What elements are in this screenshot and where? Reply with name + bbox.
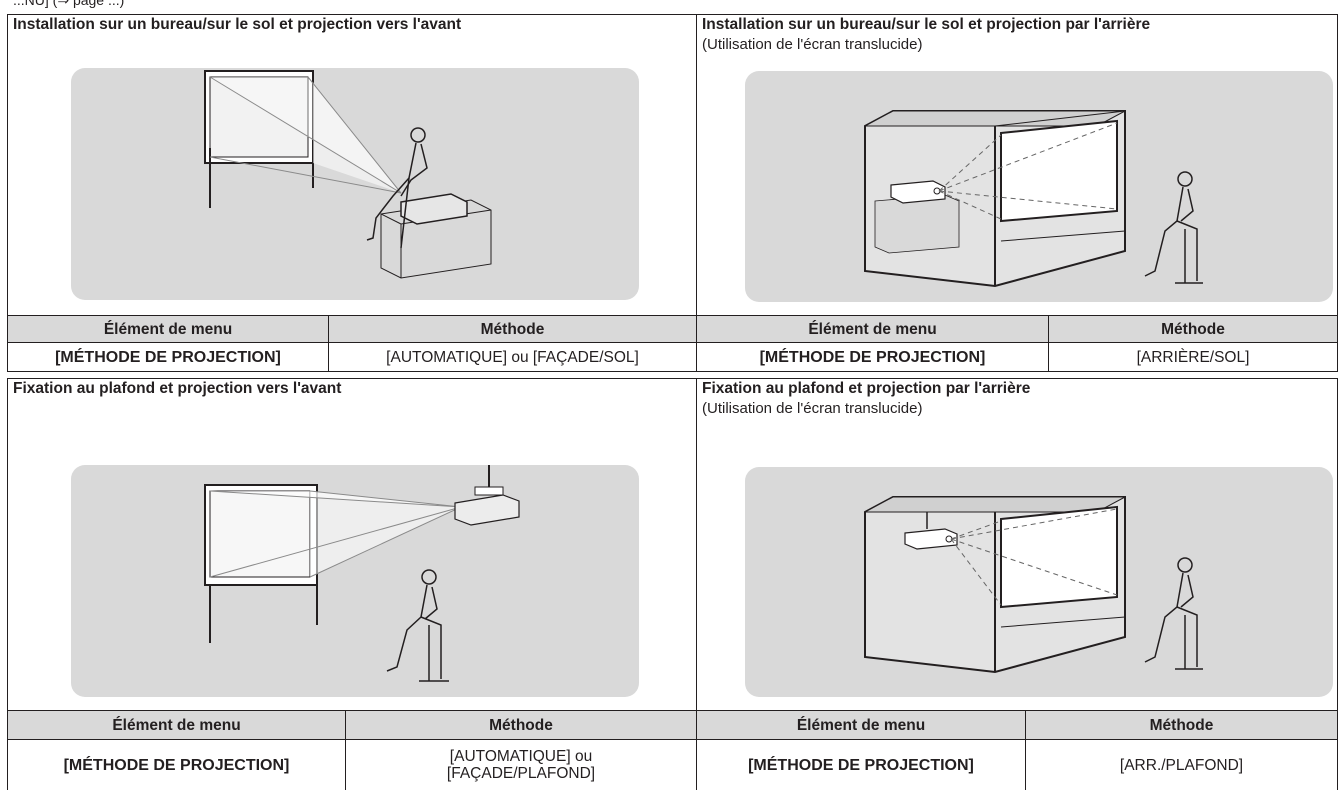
table-cell-method: [ARRIÈRE/SOL] <box>1048 342 1338 372</box>
table-cell-item: [MÉTHODE DE PROJECTION] <box>696 342 1049 372</box>
section-title: Installation sur un bureau/sur le sol et… <box>13 16 462 33</box>
section-front-floor: Installation sur un bureau/sur le sol et… <box>7 14 697 316</box>
rear-ceiling-illustration <box>745 467 1333 697</box>
projector-icon <box>904 512 958 550</box>
table-header-method: Méthode <box>1048 315 1338 343</box>
top-cut-text: ...NU] (⇒ page ...) <box>13 0 125 8</box>
section-rear-ceiling: Fixation au plafond et projection par l'… <box>696 378 1338 711</box>
section-title: Fixation au plafond et projection vers l… <box>13 380 342 397</box>
projector-icon <box>380 193 492 279</box>
front-floor-illustration <box>71 68 639 300</box>
front-ceiling-illustration <box>71 465 639 697</box>
table-cell-item: [MÉTHODE DE PROJECTION] <box>7 739 346 790</box>
section-title: Installation sur un bureau/sur le sol et… <box>702 16 1151 33</box>
table-cell-method: [AUTOMATIQUE] ou [FAÇADE/PLAFOND] <box>345 739 697 790</box>
person-icon <box>1144 557 1203 670</box>
section-rear-floor: Installation sur un bureau/sur le sol et… <box>696 14 1338 316</box>
rear-floor-illustration <box>745 71 1333 302</box>
table-header-item: Élément de menu <box>696 710 1026 740</box>
table-header-method: Méthode <box>328 315 697 343</box>
table-header-item: Élément de menu <box>696 315 1049 343</box>
section-title: Fixation au plafond et projection par l'… <box>702 380 1031 397</box>
person-icon <box>386 569 449 682</box>
table-cell-method: [ARR./PLAFOND] <box>1025 739 1338 790</box>
person-icon <box>366 127 428 249</box>
projector-icon <box>454 465 520 526</box>
section-front-ceiling: Fixation au plafond et projection vers l… <box>7 378 697 711</box>
table-header-item: Élément de menu <box>7 710 346 740</box>
section-subtitle: (Utilisation de l'écran translucide) <box>702 36 923 53</box>
table-header-method: Méthode <box>1025 710 1338 740</box>
screen-icon <box>204 484 318 643</box>
section-subtitle: (Utilisation de l'écran translucide) <box>702 400 923 417</box>
table-header-method: Méthode <box>345 710 697 740</box>
table-cell-item: [MÉTHODE DE PROJECTION] <box>696 739 1026 790</box>
table-cell-method: [AUTOMATIQUE] ou [FAÇADE/SOL] <box>328 342 697 372</box>
projector-icon <box>874 180 960 254</box>
person-icon <box>1144 171 1203 284</box>
table-header-item: Élément de menu <box>7 315 329 343</box>
table-cell-item: [MÉTHODE DE PROJECTION] <box>7 342 329 372</box>
